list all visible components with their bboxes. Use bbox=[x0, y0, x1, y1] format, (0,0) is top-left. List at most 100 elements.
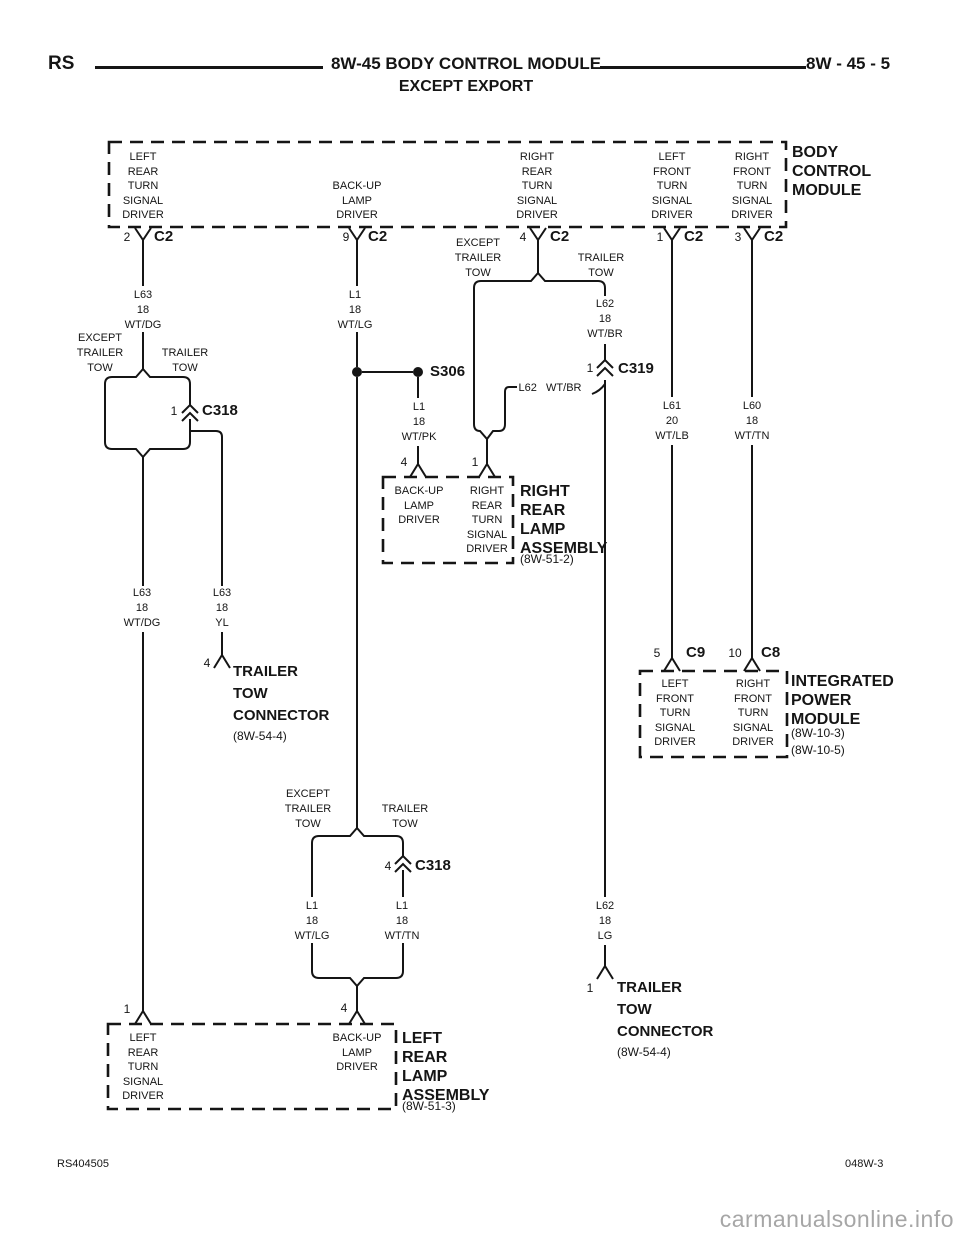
bcm-pin1-connector: C2 bbox=[684, 228, 704, 245]
bcm-pin2-connector: C2 bbox=[154, 228, 174, 245]
merge-brace-bottom-middle bbox=[311, 970, 404, 988]
lr-lamp-pin1-number: 1 bbox=[123, 1002, 131, 1016]
c318-upper-pin-number: 1 bbox=[170, 404, 178, 418]
lr-lamp-label-turn: LEFT REAR TURN SIGNAL DRIVER bbox=[122, 1032, 164, 1102]
lr-lamp-pin4-number: 4 bbox=[340, 1001, 348, 1015]
tow-connector-right-title: TRAILER TOW CONNECTOR bbox=[617, 979, 714, 1040]
branch-label-tow-right: TRAILER TOW bbox=[577, 252, 625, 279]
split-brace-right-rear bbox=[473, 271, 606, 289]
tow-connector-mid-title: TRAILER TOW CONNECTOR bbox=[233, 663, 330, 724]
ipm-box bbox=[638, 669, 789, 759]
wire-label-l62-wtbr-inline: L62 WT/BR bbox=[518, 382, 582, 394]
wire-elbow-to-l63-yl bbox=[190, 430, 223, 586]
tow-connector-mid-ref: (8W-54-4) bbox=[233, 729, 287, 743]
bcm-title: BODY CONTROL MODULE bbox=[792, 144, 872, 199]
wire-label-l63-wtdg-lower: L63 18 WT/DG bbox=[123, 587, 161, 629]
wire-label-l1-wtlg-upper: L1 18 WT/LG bbox=[337, 289, 373, 331]
branch-label-tow-bottom: TRAILER TOW bbox=[381, 803, 429, 830]
ipm-pin10-number: 10 bbox=[728, 646, 742, 660]
lr-lamp-title: LEFT REAR LAMP ASSEMBLY bbox=[402, 1030, 490, 1104]
bcm-pin4-number: 4 bbox=[519, 230, 527, 244]
pin-caret-tow-connector-right bbox=[596, 964, 614, 980]
c319-pin-number: 1 bbox=[586, 361, 594, 375]
split-brace-left bbox=[104, 367, 191, 385]
wire-l62-wtbr-stub bbox=[591, 383, 606, 395]
wire-label-l1-wtpk: L1 18 WT/PK bbox=[401, 401, 437, 443]
bcm-pin-label-left-rear-turn: LEFT REAR TURN SIGNAL DRIVER bbox=[122, 151, 164, 221]
rr-lamp-ref: (8W-51-2) bbox=[520, 552, 574, 566]
rr-lamp-pin4-number: 4 bbox=[400, 455, 408, 469]
lr-lamp-label-backup: BACK-UP LAMP DRIVER bbox=[332, 1032, 382, 1073]
right-rear-lamp-box bbox=[381, 475, 515, 565]
bcm-pin3-connector: C2 bbox=[764, 228, 784, 245]
c319-connector-symbol bbox=[596, 358, 614, 377]
header-rule-left bbox=[95, 66, 323, 69]
rr-lamp-label-turn: RIGHT REAR TURN SIGNAL DRIVER bbox=[466, 485, 508, 555]
page-subtitle: EXCEPT EXPORT bbox=[398, 78, 534, 95]
bcm-pin9-number: 9 bbox=[342, 230, 350, 244]
split-brace-bottom-middle bbox=[311, 826, 404, 844]
pin-caret-rr-lamp-pin4 bbox=[409, 462, 427, 478]
bcm-pin2-number: 2 bbox=[123, 230, 131, 244]
footer-doc-number: RS404505 bbox=[57, 1158, 109, 1170]
branch-label-tow-left: TRAILER TOW bbox=[161, 347, 209, 374]
wire-label-l63-yl: L63 18 YL bbox=[212, 587, 232, 629]
tow-connector-right-pin-number: 1 bbox=[586, 981, 594, 995]
page-code: RS bbox=[48, 53, 75, 74]
wire-label-l63-wtdg-upper: L63 18 WT/DG bbox=[124, 289, 162, 331]
s306-splice-dot-left bbox=[352, 367, 362, 377]
ipm-refs: (8W-10-3) (8W-10-5) bbox=[791, 726, 845, 757]
ipm-c8-connector: C8 bbox=[761, 644, 781, 661]
left-rear-lamp-box bbox=[106, 1022, 398, 1111]
bcm-pin3-number: 3 bbox=[734, 230, 742, 244]
c318-lower-pin-number: 4 bbox=[384, 859, 392, 873]
c318-lower-name: C318 bbox=[415, 857, 451, 874]
wire-label-l62-lg: L62 18 LG bbox=[595, 900, 615, 942]
pin-caret-ipm-c8 bbox=[743, 656, 761, 672]
page-number: 8W - 45 - 5 bbox=[806, 54, 891, 73]
c319-name: C319 bbox=[618, 360, 654, 377]
rr-lamp-title: RIGHT REAR LAMP ASSEMBLY bbox=[520, 483, 608, 557]
c318-lower-connector-symbol bbox=[394, 854, 412, 873]
rr-lamp-pin1-number: 1 bbox=[471, 455, 479, 469]
watermark: carmanualsonline.info bbox=[719, 1206, 954, 1232]
wire-label-l1-wtlg-lower: L1 18 WT/LG bbox=[294, 900, 330, 942]
header-rule-right bbox=[600, 66, 806, 69]
wire-label-l1-wttn: L1 18 WT/TN bbox=[384, 900, 420, 942]
pin-caret-tow-connector-mid bbox=[213, 653, 231, 669]
ipm-c9-connector: C9 bbox=[686, 644, 706, 661]
bcm-box bbox=[107, 140, 788, 229]
ipm-label-left-front-turn: LEFT FRONT TURN SIGNAL DRIVER bbox=[654, 678, 696, 748]
wire-l62-wtbr-bracket bbox=[504, 386, 517, 424]
pin-caret-left-rear-lamp-pin4 bbox=[348, 1009, 366, 1025]
ipm-pin5-number: 5 bbox=[653, 646, 661, 660]
tow-connector-mid-pin-number: 4 bbox=[203, 656, 211, 670]
bcm-pin9-connector: C2 bbox=[368, 228, 388, 245]
ipm-label-right-front-turn: RIGHT FRONT TURN SIGNAL DRIVER bbox=[732, 678, 774, 748]
s306-splice-dot-right bbox=[413, 367, 423, 377]
wire-label-l60-wttn: L60 18 WT/TN bbox=[734, 400, 770, 442]
merge-brace-right-rear bbox=[473, 423, 506, 441]
bcm-pin4-connector: C2 bbox=[550, 228, 570, 245]
pin-caret-ipm-c9 bbox=[663, 656, 681, 672]
branch-label-except-tow-bottom: EXCEPT TRAILER TOW bbox=[284, 788, 332, 830]
c318-upper-connector-symbol bbox=[181, 403, 199, 422]
bcm-pin-label-backup-lamp: BACK-UP LAMP DRIVER bbox=[332, 180, 382, 221]
bcm-pin1-number: 1 bbox=[656, 230, 664, 244]
lr-lamp-ref: (8W-51-3) bbox=[402, 1099, 456, 1113]
branch-label-except-tow-left: EXCEPT TRAILER TOW bbox=[76, 332, 124, 374]
pin-caret-rr-lamp-pin1 bbox=[478, 462, 496, 478]
ipm-title: INTEGRATED POWER MODULE bbox=[791, 673, 894, 728]
bcm-pin-label-left-front-turn: LEFT FRONT TURN SIGNAL DRIVER bbox=[651, 151, 693, 221]
page-title: 8W-45 BODY CONTROL MODULE bbox=[330, 54, 602, 73]
branch-label-except-tow-right: EXCEPT TRAILER TOW bbox=[454, 237, 502, 279]
wire-label-l61-wtlb: L61 20 WT/LB bbox=[655, 400, 689, 442]
bcm-pin-label-right-rear-turn: RIGHT REAR TURN SIGNAL DRIVER bbox=[516, 151, 558, 221]
rr-lamp-label-backup: BACK-UP LAMP DRIVER bbox=[394, 485, 444, 526]
wire-label-l62-wtbr: L62 18 WT/BR bbox=[587, 298, 623, 340]
pin-caret-left-rear-lamp-pin1 bbox=[134, 1009, 152, 1025]
c318-upper-name: C318 bbox=[202, 402, 238, 419]
bcm-pin-label-right-front-turn: RIGHT FRONT TURN SIGNAL DRIVER bbox=[731, 151, 773, 221]
